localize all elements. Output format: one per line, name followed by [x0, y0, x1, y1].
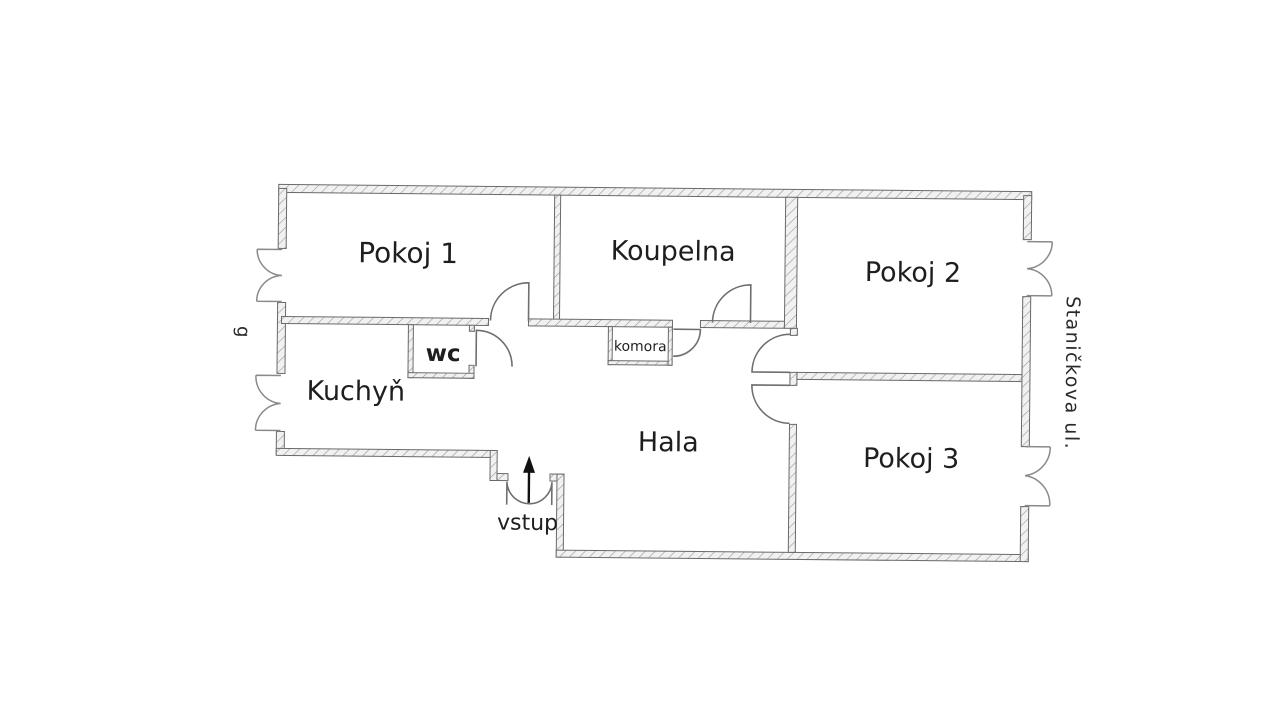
room-label-kuchyn: Kuchyň — [306, 376, 405, 408]
wall-top — [278, 183, 1033, 201]
wall-pokoj2-pokoj3 — [796, 371, 1023, 383]
street-name-label: Staničkova ul. — [1060, 296, 1083, 450]
wall-left-middle — [276, 301, 287, 375]
wall-left-upper — [277, 187, 288, 250]
window-pokoj2-icon — [1026, 240, 1054, 297]
room-label-pokoj2: Pokoj 2 — [865, 257, 962, 289]
wall-wc-left — [407, 324, 414, 379]
wall-hala-pokoj3 — [787, 423, 798, 553]
door-komora-icon — [673, 328, 702, 358]
wall-hala-junction — [789, 371, 798, 386]
door-pokoj3-icon — [751, 384, 790, 425]
door-pokoj2-icon — [751, 333, 791, 374]
window-kuchyn-icon — [254, 374, 281, 432]
door-koupelna-icon — [711, 284, 752, 323]
room-label-hala: Hala — [638, 427, 699, 459]
room-label-wc: wc — [426, 341, 461, 367]
wall-hala-pokoj2-stub — [789, 327, 798, 336]
window-pokoj1-icon — [255, 248, 283, 303]
wall-komora-right — [667, 326, 673, 366]
window-pokoj3-icon — [1024, 445, 1052, 507]
entrance-label: vstup — [497, 511, 558, 537]
edge-text-fragment: g — [232, 326, 253, 338]
wall-pokoj1-koupelna — [552, 194, 562, 322]
door-pokoj1-icon — [489, 282, 530, 321]
window-symbols — [254, 240, 1054, 507]
room-label-koupelna: Koupelna — [611, 236, 736, 268]
wall-koupelna-pokoj2 — [783, 196, 799, 329]
plan-group: Pokoj 1 Koupelna Pokoj 2 Pokoj 3 Kuchyň … — [232, 183, 1084, 563]
wall-komora-bottom — [607, 360, 673, 366]
wall-main-horizontal-b — [527, 318, 674, 328]
wall-right-upper — [1022, 195, 1033, 241]
wall-main-horizontal-a — [280, 315, 490, 326]
room-label-komora: komora — [614, 339, 667, 356]
door-entrance-right-icon — [529, 482, 553, 506]
door-symbols — [475, 282, 791, 506]
entrance-arrow-head — [523, 455, 536, 473]
door-wc-icon — [475, 329, 513, 367]
exterior-walls — [275, 183, 1033, 563]
wall-right-middle — [1020, 296, 1032, 448]
room-label-pokoj1: Pokoj 1 — [358, 236, 458, 270]
room-label-pokoj3: Pokoj 3 — [863, 443, 960, 475]
wall-right-lower — [1019, 506, 1030, 563]
entrance-arrow-icon — [523, 455, 536, 503]
wall-kitchen-bottom — [275, 447, 497, 459]
room-labels: Pokoj 1 Koupelna Pokoj 2 Pokoj 3 Kuchyň … — [306, 236, 962, 537]
wall-wc-right-top — [468, 324, 475, 332]
wall-komora-left — [607, 326, 613, 366]
wall-entry-step — [489, 449, 498, 482]
wall-wc-bottom — [407, 372, 475, 379]
wall-entry-left-stub — [496, 473, 509, 482]
door-entrance-left-icon — [505, 481, 530, 505]
interior-walls — [280, 194, 1023, 553]
